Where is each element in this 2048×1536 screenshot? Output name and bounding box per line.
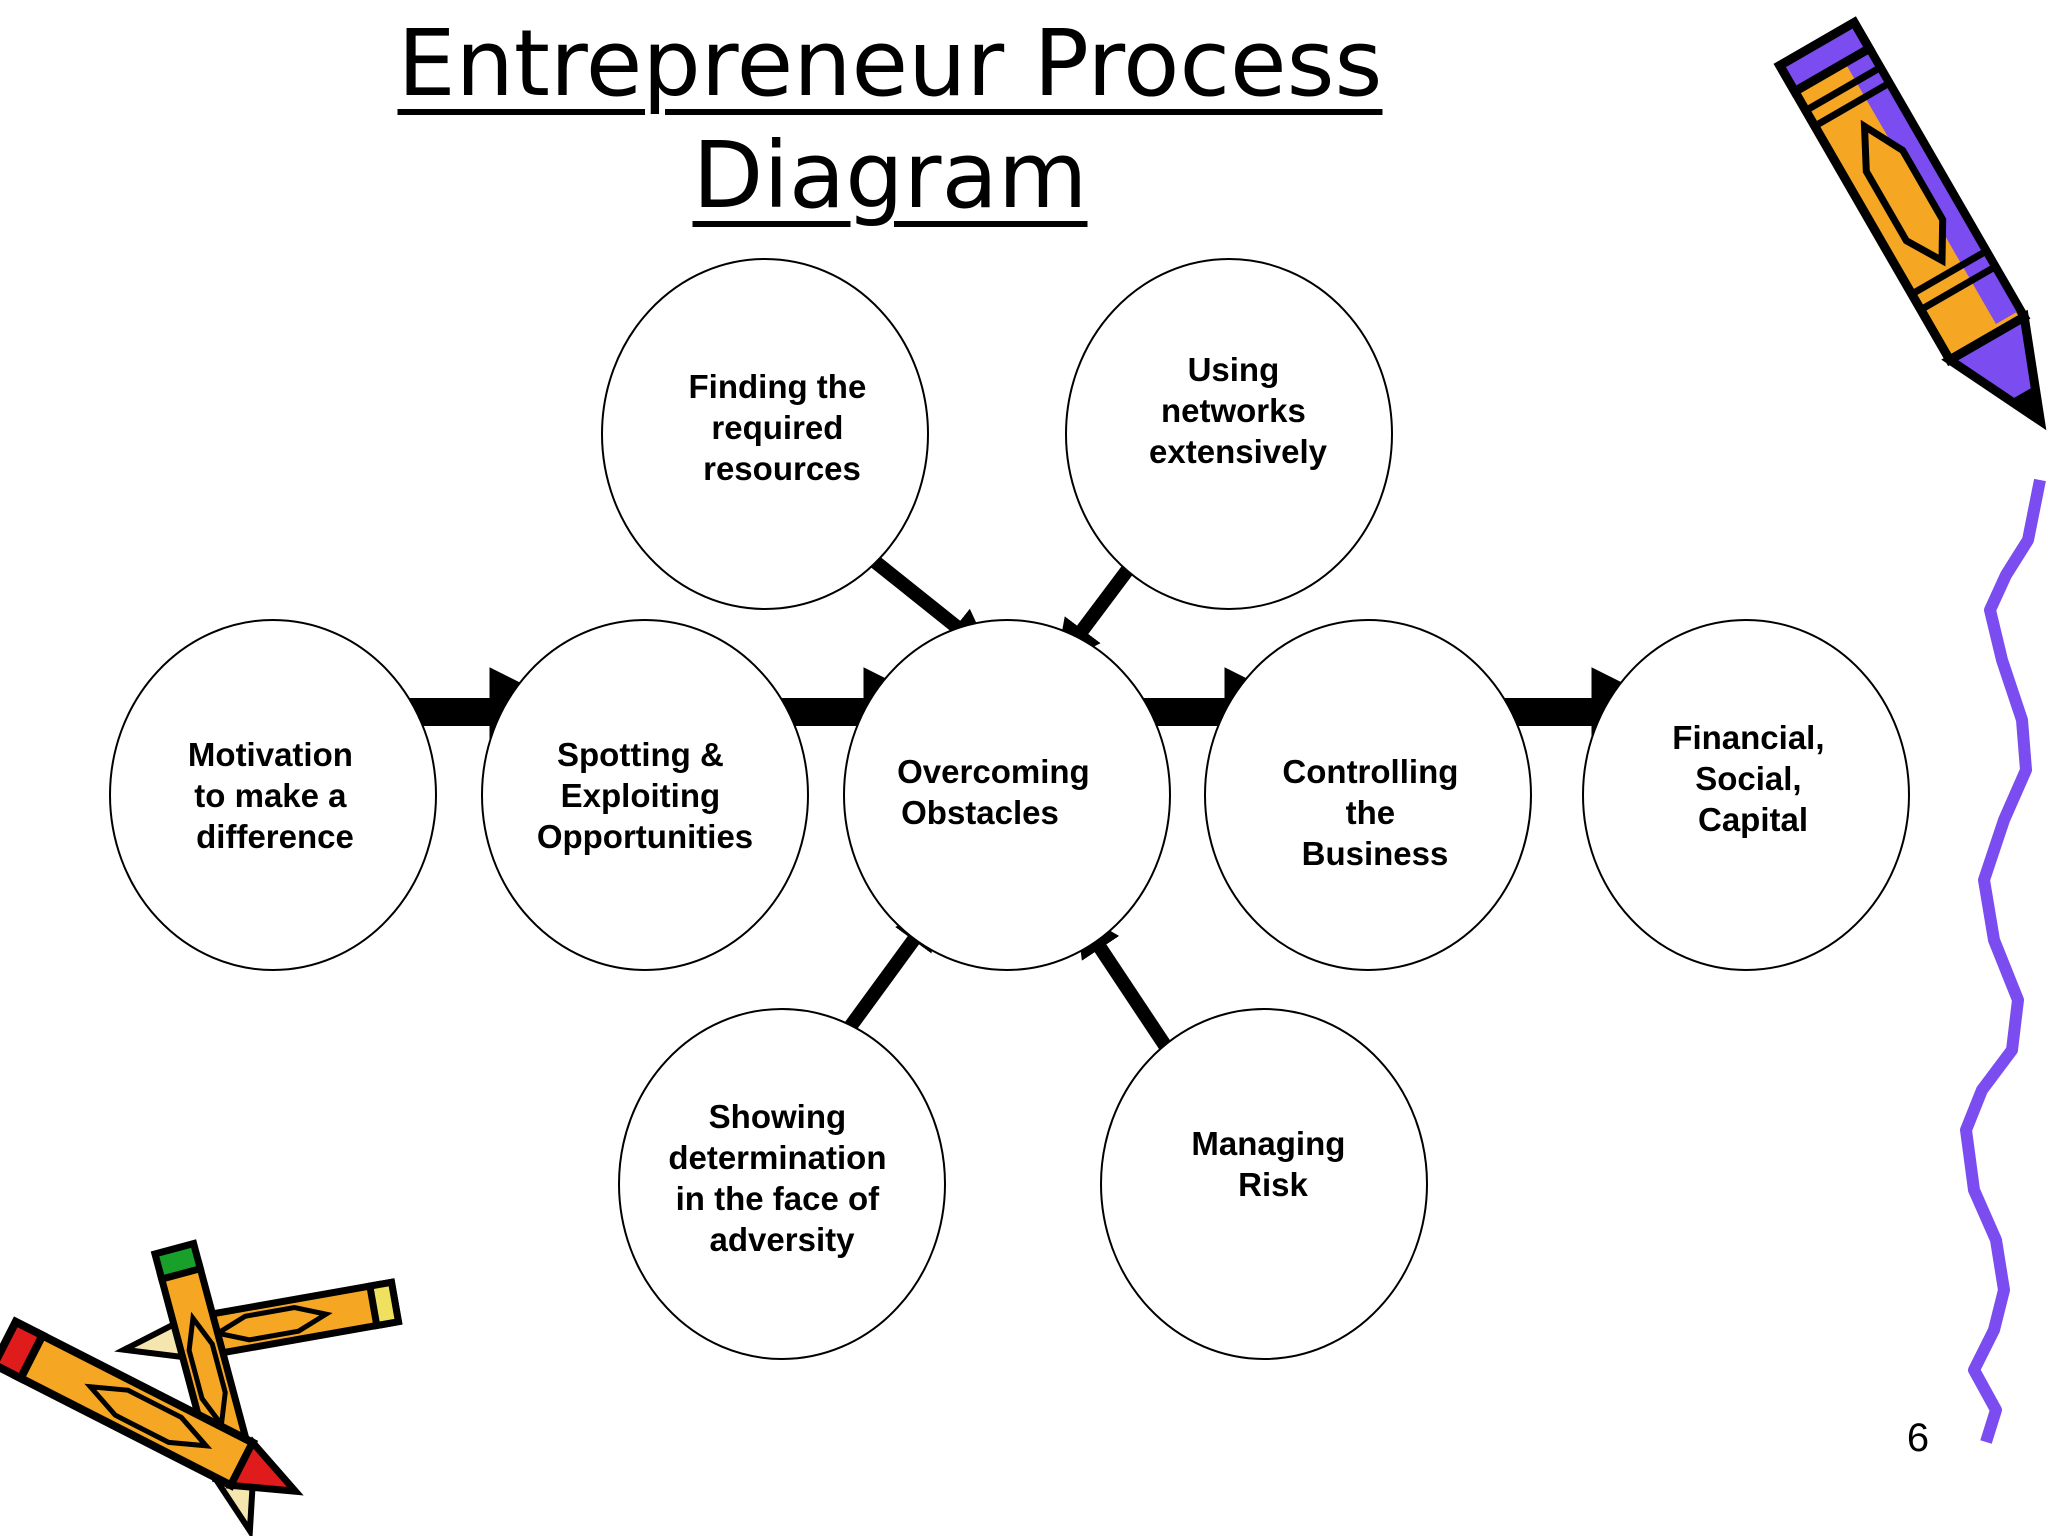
svg-text:Financial, Social,: Financial, Social, Capital — [1672, 719, 1833, 838]
nodes: Motivation to make a difference Spotting… — [109, 258, 1910, 1360]
pencil-icon — [1773, 16, 2047, 431]
node-motivation: Motivation to make a difference — [109, 619, 437, 971]
svg-text:Showing determinatio: Showing determination in the face of adv… — [668, 1098, 895, 1258]
node-determination-line: Showing — [709, 1098, 846, 1135]
node-finding-line: Finding the — [689, 368, 867, 405]
node-controlling-line: Controlling — [1282, 753, 1458, 790]
node-finding-line: resources — [703, 450, 861, 487]
title-line-1: Entrepreneur Process — [397, 10, 1383, 117]
node-spotting: Spotting & Exploiting Opportunities — [481, 619, 809, 971]
node-spotting-line: Opportunities — [537, 818, 753, 855]
node-controlling-line: the — [1346, 794, 1396, 831]
node-motivation-line: Motivation — [188, 736, 353, 773]
node-controlling: Controlling the Business — [1204, 619, 1532, 971]
node-financial-line: Social, — [1695, 760, 1801, 797]
node-spotting-line: Spotting & — [557, 736, 724, 773]
node-financial: Financial, Social, Capital — [1582, 619, 1910, 971]
svg-text:Motivation to make a: Motivation to make a difference — [188, 736, 362, 855]
node-finding-line: required — [711, 409, 843, 446]
crossed-pencils-icon — [0, 1239, 403, 1536]
page-title: Entrepreneur Process Diagram — [360, 8, 1420, 232]
node-overcoming: Overcoming Obstacles — [843, 619, 1171, 971]
node-financial-line: Capital — [1698, 801, 1808, 838]
svg-text:Overcoming Obstacles: Overcoming Obstacles — [897, 753, 1099, 831]
node-determination-line: in the face of — [676, 1180, 881, 1217]
node-networks: Using networks extensively — [1065, 258, 1393, 610]
node-overcoming-line: Obstacles — [901, 794, 1059, 831]
node-motivation-line: to make a — [194, 777, 347, 814]
node-risk-line: Managing — [1191, 1125, 1345, 1162]
squiggle-line — [1960, 478, 2046, 1444]
node-risk-line: Risk — [1238, 1166, 1308, 1203]
node-risk: Managing Risk — [1100, 1008, 1428, 1360]
svg-text:Managing Risk: Managing Risk — [1191, 1125, 1354, 1203]
node-determination-line: adversity — [710, 1221, 856, 1258]
node-networks-line: extensively — [1149, 433, 1328, 470]
node-determination: Showing determination in the face of adv… — [618, 1008, 946, 1360]
svg-text:Controlling the: Controlling the Business — [1282, 753, 1467, 872]
node-financial-line: Financial, — [1672, 719, 1824, 756]
node-networks-line: Using — [1188, 351, 1280, 388]
node-networks-line: networks — [1161, 392, 1306, 429]
svg-text:Finding the required: Finding the required resources — [689, 368, 876, 487]
node-finding: Finding the required resources — [601, 258, 929, 610]
node-overcoming-line: Overcoming — [897, 753, 1090, 790]
node-motivation-line: difference — [196, 818, 354, 855]
page-number: 6 — [1906, 1416, 1930, 1460]
svg-text:Spotting & Exploitin: Spotting & Exploiting Opportunities — [537, 736, 753, 855]
node-controlling-line: Business — [1302, 835, 1449, 872]
node-spotting-line: Exploiting — [561, 777, 721, 814]
svg-text:Using networks: Using networks extensively — [1149, 351, 1328, 470]
title-line-2: Diagram — [692, 122, 1088, 229]
node-determination-line: determination — [668, 1139, 886, 1176]
